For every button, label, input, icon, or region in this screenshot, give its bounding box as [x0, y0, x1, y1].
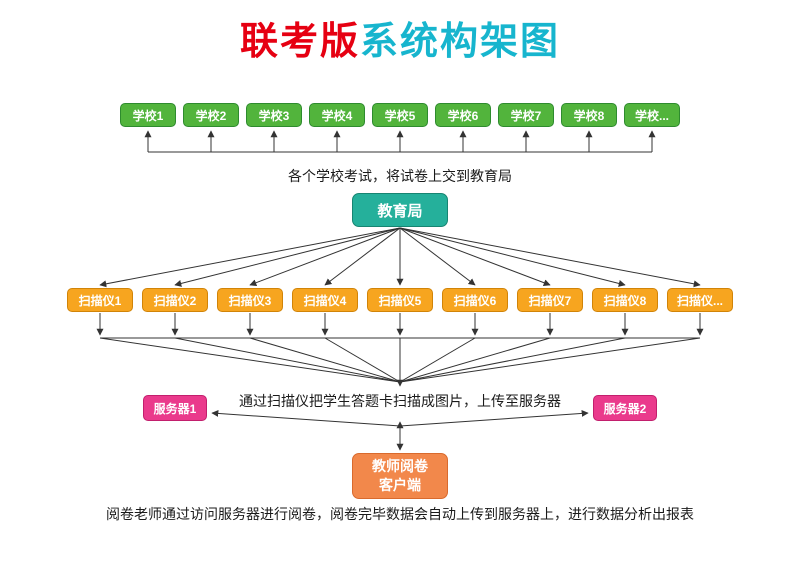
scanner-node-6: 扫描仪6 [442, 288, 508, 312]
school-node-more: 学校... [624, 103, 680, 127]
schools-bus [144, 130, 656, 153]
teacher-client-line1: 教师阅卷 [372, 458, 428, 475]
school-node-4: 学校4 [309, 103, 365, 127]
servers-client-links [211, 409, 589, 451]
teacher-client-node: 教师阅卷 客户端 [352, 453, 448, 499]
title-part-cyan: 系统构架图 [360, 21, 561, 63]
caption-upload: 通过扫描仪把学生答题卡扫描成图片，上传至服务器 [239, 393, 561, 409]
scanner-node-7: 扫描仪7 [517, 288, 583, 312]
scanner-node-2: 扫描仪2 [142, 288, 208, 312]
school-node-2: 学校2 [183, 103, 239, 127]
caption-bottom: 阅卷老师通过访问服务器进行阅卷，阅卷完毕数据会自动上传到服务器上，进行数据分析出… [106, 506, 694, 522]
school-node-5: 学校5 [372, 103, 428, 127]
school-node-6: 学校6 [435, 103, 491, 127]
page-title: 联考版系统构架图 [0, 10, 800, 65]
converge-to-upload [99, 337, 701, 387]
scanner-node-1: 扫描仪1 [67, 288, 133, 312]
scanner-node-5: 扫描仪5 [367, 288, 433, 312]
teacher-client-line2: 客户端 [379, 477, 421, 493]
scanner-node-more: 扫描仪... [667, 288, 733, 312]
bureau-node: 教育局 [352, 193, 448, 227]
scanner-node-3: 扫描仪3 [217, 288, 283, 312]
school-node-8: 学校8 [561, 103, 617, 127]
scanner-node-8: 扫描仪8 [592, 288, 658, 312]
scanner-node-4: 扫描仪4 [292, 288, 358, 312]
bureau-to-scanners-fan [99, 227, 701, 288]
caption-schools: 各个学校考试，将试卷上交到教育局 [288, 168, 512, 184]
school-node-7: 学校7 [498, 103, 554, 127]
school-node-1: 学校1 [120, 103, 176, 127]
scanners-bus [96, 313, 704, 339]
server-node-2: 服务器2 [593, 395, 657, 421]
server-node-1: 服务器1 [143, 395, 207, 421]
school-node-3: 学校3 [246, 103, 302, 127]
title-part-red: 联考版 [239, 21, 360, 63]
